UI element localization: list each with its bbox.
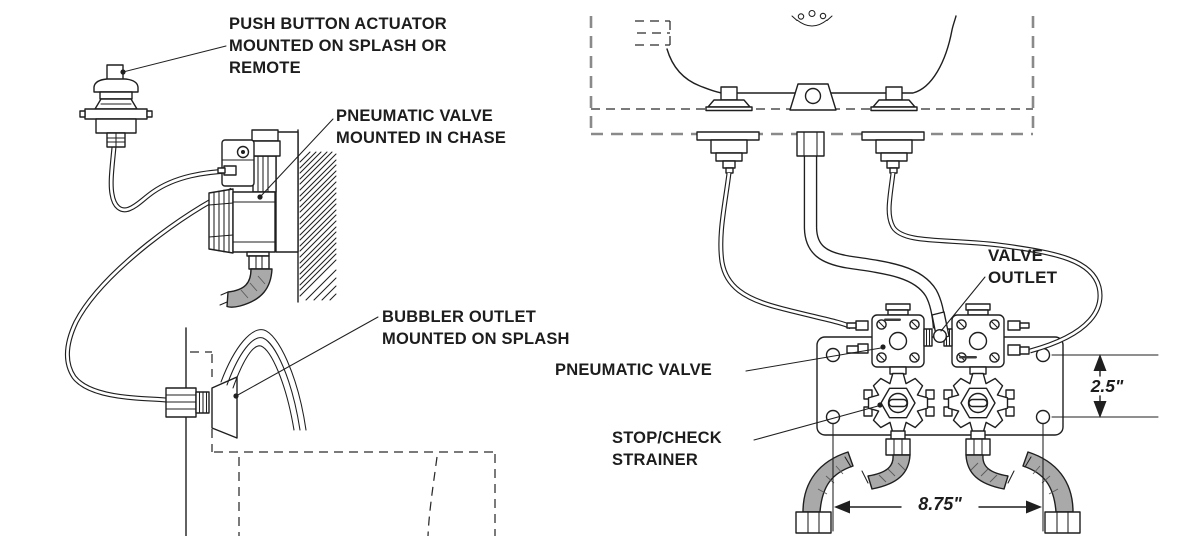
strainer-outlet-nut-left xyxy=(885,430,911,456)
spout-shank xyxy=(796,131,825,157)
back-ledge-dashed xyxy=(635,20,671,46)
bubbler-supply-tube xyxy=(65,187,234,403)
label-line: REMOTE xyxy=(229,59,301,77)
counter-outline-dashed xyxy=(589,16,1035,136)
sink-bowl-outline xyxy=(666,15,957,94)
wall-hatching xyxy=(299,151,337,301)
deck-push-button-left xyxy=(705,86,753,112)
label-line: OUTLET xyxy=(988,268,1058,287)
push-button-actuator xyxy=(79,64,153,148)
plate-hole xyxy=(1035,409,1051,425)
label-line: MOUNTED ON SPLASH xyxy=(382,330,570,348)
sink-outline-dashed xyxy=(190,351,496,536)
dimension-text-vertical: 2.5" xyxy=(1090,376,1124,396)
left-figure xyxy=(65,45,496,536)
label-pneumatic-valve-chase: PNEUMATIC VALVE MOUNTED IN CHASE xyxy=(336,105,506,149)
right-figure xyxy=(589,9,1159,534)
dimension-vertical-2-5 xyxy=(1051,354,1159,418)
label-line: BUBBLER OUTLET xyxy=(382,308,537,326)
spout-supply-pipe xyxy=(803,138,947,329)
drain-holes xyxy=(791,9,833,27)
label-bubbler-outlet: BUBBLER OUTLET MOUNTED ON SPLASH xyxy=(382,306,570,350)
braided-supply-hoses xyxy=(795,451,1081,534)
button-air-tube-right xyxy=(886,172,1103,354)
label-line: PNEUMATIC VALVE xyxy=(555,361,713,379)
label-valve-outlet: VALVE OUTLET xyxy=(988,245,1057,289)
pneumatic-valve-side xyxy=(208,129,299,308)
left-label-leaders xyxy=(120,45,379,399)
button-air-tube-left xyxy=(718,172,853,330)
right-label-leaders xyxy=(745,276,986,441)
dimension-horizontal-8-75 xyxy=(832,423,1044,532)
label-line: STRAINER xyxy=(612,451,698,469)
label-line: PUSH BUTTON ACTUATOR xyxy=(229,15,447,33)
deck-push-button-right xyxy=(870,86,918,112)
braided-hose xyxy=(226,268,273,308)
label-line: MOUNTED ON SPLASH OR xyxy=(229,37,447,55)
pneumatic-valve-right xyxy=(951,303,1030,380)
under-counter-button-right xyxy=(861,131,925,174)
label-line: STOP/CHECK xyxy=(612,429,722,447)
dimension-text-horizontal: 8.75" xyxy=(918,494,962,514)
label-push-button-actuator: PUSH BUTTON ACTUATOR MOUNTED ON SPLASH O… xyxy=(229,13,447,79)
label-line: PNEUMATIC VALVE xyxy=(336,107,494,125)
chase-wall xyxy=(297,129,337,303)
label-line: VALVE xyxy=(988,246,1044,265)
water-stream xyxy=(220,329,307,431)
brand-mark xyxy=(884,318,901,321)
under-counter-button-left xyxy=(696,131,760,174)
spout-base xyxy=(789,83,837,111)
brand-mark xyxy=(959,356,977,359)
actuator-air-tube xyxy=(108,146,231,213)
valve-outlet-fitting xyxy=(923,311,953,347)
strainer-outlet-nut-right xyxy=(965,430,991,456)
bubbler-outlet xyxy=(165,376,238,439)
label-pneumatic-valve: PNEUMATIC VALVE xyxy=(555,359,712,381)
label-line: MOUNTED IN CHASE xyxy=(336,129,507,147)
stop-check-strainer-right xyxy=(943,372,1015,434)
label-stop-check-strainer: STOP/CHECK STRAINER xyxy=(612,427,722,471)
